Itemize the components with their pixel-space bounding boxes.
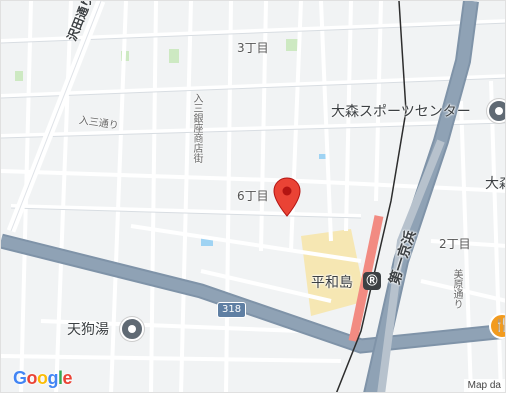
label-3chome: 3丁目 — [237, 41, 269, 55]
park-2 — [286, 39, 298, 51]
restaurant-poi-icon[interactable]: 🍴 — [489, 313, 505, 339]
label-heiwajima-station[interactable]: 平和島 — [311, 275, 353, 291]
google-logo-letter: e — [62, 368, 73, 388]
omori-sports-center-poi-icon[interactable] — [487, 99, 505, 123]
location-pin-icon[interactable] — [273, 177, 301, 217]
google-logo-letter: G — [13, 368, 27, 388]
daiichi-keihin-road — [377, 139, 445, 392]
train-station-icon[interactable]: Ⓡ — [363, 272, 381, 290]
label-6chome: 6丁目 — [237, 189, 269, 203]
tengu-yu-poi-icon[interactable] — [120, 317, 144, 341]
water-1 — [201, 238, 213, 246]
label-omori: 大森 — [485, 176, 505, 192]
label-2chome: 2丁目 — [439, 237, 471, 251]
label-irisan-shotengai: 入三銀座商店街 — [191, 93, 202, 163]
route-318-badge: 318 — [217, 302, 247, 318]
google-logo-letter: g — [47, 368, 59, 388]
map-attribution[interactable]: Map da — [463, 379, 505, 392]
google-logo-letter: o — [26, 368, 38, 388]
google-logo-letter: o — [37, 368, 48, 388]
water-2 — [319, 154, 329, 159]
commercial-block — [301, 229, 366, 316]
park-3 — [15, 71, 23, 81]
google-logo-letter: l — [58, 368, 63, 388]
railway-line — [335, 1, 407, 392]
google-logo[interactable]: Google — [13, 368, 73, 389]
label-omori-sports-center: 大森スポーツセンター — [331, 104, 471, 120]
label-minatomichi: 美原通り — [451, 269, 462, 309]
label-tengu-yu: 天狗湯 — [67, 322, 109, 338]
park-1 — [169, 49, 179, 63]
